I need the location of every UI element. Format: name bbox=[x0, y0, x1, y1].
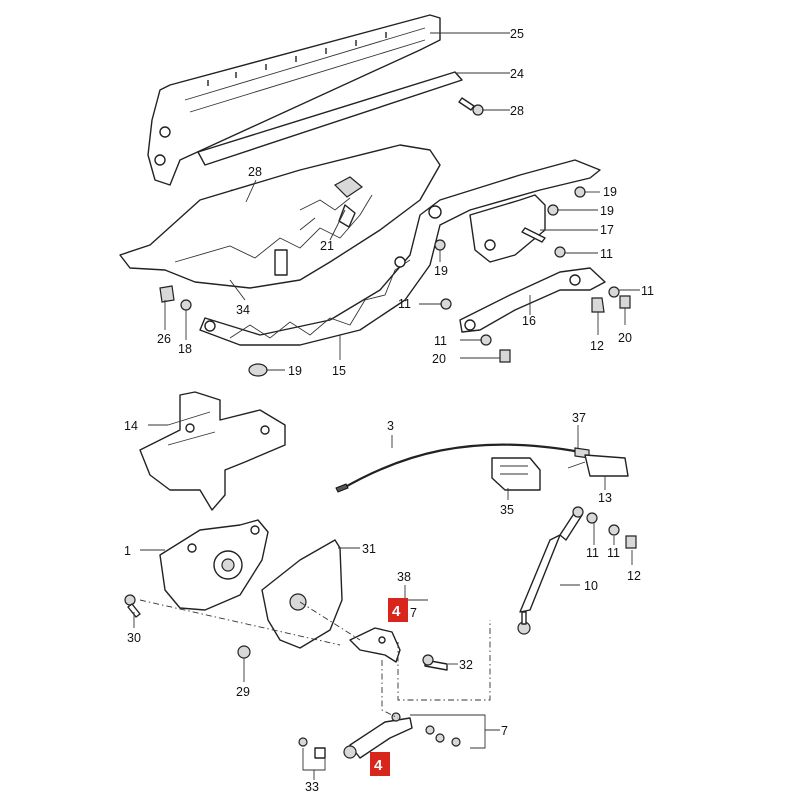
part-29-nut bbox=[237, 645, 251, 659]
fastener-11-b bbox=[440, 298, 452, 310]
label-19-c: 19 bbox=[434, 264, 448, 278]
label-24: 24 bbox=[510, 67, 524, 81]
fastener-11-a bbox=[554, 246, 566, 258]
label-11-e: 11 bbox=[586, 546, 599, 560]
fastener-11-d bbox=[608, 286, 620, 298]
clip-26 bbox=[159, 285, 175, 303]
label-7-a: 7 bbox=[410, 606, 417, 620]
label-20-b: 20 bbox=[432, 352, 446, 366]
label-11-f: 11 bbox=[607, 546, 620, 560]
label-14: 14 bbox=[124, 419, 138, 433]
label-17: 17 bbox=[600, 223, 614, 237]
part-14-bracket bbox=[139, 391, 286, 511]
label-13: 13 bbox=[598, 491, 612, 505]
label-28-a: 28 bbox=[510, 104, 524, 118]
part-35-switch bbox=[491, 457, 541, 491]
label-11-a: 11 bbox=[600, 247, 613, 261]
assembly-line-d bbox=[381, 660, 399, 719]
svg-text:4: 4 bbox=[392, 603, 401, 620]
label-3: 3 bbox=[387, 419, 394, 433]
assembly-line-b bbox=[299, 601, 361, 641]
label-29: 29 bbox=[236, 685, 250, 699]
assembly-line-c bbox=[397, 620, 491, 701]
label-26: 26 bbox=[157, 332, 171, 346]
label-30: 30 bbox=[127, 631, 141, 645]
label-19-a: 19 bbox=[603, 185, 617, 199]
label-7-b: 7 bbox=[501, 724, 508, 738]
clip-12-a bbox=[591, 297, 605, 313]
label-20-a: 20 bbox=[618, 331, 632, 345]
label-11-b: 11 bbox=[398, 297, 411, 311]
label-12-b: 12 bbox=[627, 569, 641, 583]
label-18: 18 bbox=[178, 342, 192, 356]
label-19-d: 19 bbox=[288, 364, 302, 378]
label-11-d: 11 bbox=[641, 284, 654, 298]
label-35: 35 bbox=[500, 503, 514, 517]
part-15-frame bbox=[199, 159, 601, 346]
fastener-11-c bbox=[480, 334, 492, 346]
fastener-19-b bbox=[547, 204, 559, 216]
part-31-cover bbox=[261, 539, 343, 649]
fastener-19-c bbox=[434, 239, 446, 251]
label-16: 16 bbox=[522, 314, 536, 328]
part-16-arm bbox=[459, 267, 606, 333]
part-38-lever bbox=[349, 627, 401, 663]
label-33: 33 bbox=[305, 780, 319, 794]
clip-12-b bbox=[625, 535, 637, 549]
part-24-strip bbox=[197, 71, 463, 166]
label-34: 34 bbox=[236, 303, 250, 317]
callout-labels: 25 24 28 28 19 19 17 11 19 21 34 11 11 1… bbox=[124, 27, 654, 794]
part-10-strut bbox=[517, 506, 584, 635]
label-37: 37 bbox=[572, 411, 586, 425]
fastener-11-f bbox=[608, 524, 620, 536]
svg-text:4: 4 bbox=[374, 757, 383, 774]
clip-20-b bbox=[499, 349, 511, 363]
fastener-18 bbox=[180, 299, 192, 311]
label-12-a: 12 bbox=[590, 339, 604, 353]
fastener-19-d bbox=[248, 363, 268, 377]
part-1-plate bbox=[159, 519, 269, 611]
label-25: 25 bbox=[510, 27, 524, 41]
label-10: 10 bbox=[584, 579, 598, 593]
part-32-bolt bbox=[422, 654, 448, 671]
part-28-screw-a bbox=[458, 97, 484, 116]
part-13-actuator bbox=[567, 454, 629, 477]
highlight-callout-4-lower: 4 bbox=[370, 752, 390, 776]
fastener-11-e bbox=[586, 512, 598, 524]
part-30-bolt bbox=[124, 594, 141, 618]
part-3-cable bbox=[335, 443, 590, 493]
leader-lines bbox=[133, 32, 640, 780]
label-38: 38 bbox=[397, 570, 411, 584]
fastener-19-a bbox=[574, 186, 586, 198]
part-33-fasteners bbox=[298, 737, 326, 759]
label-11-c: 11 bbox=[434, 334, 447, 348]
label-1: 1 bbox=[124, 544, 131, 558]
label-21: 21 bbox=[320, 239, 334, 253]
label-28-b: 28 bbox=[248, 165, 262, 179]
label-19-b: 19 bbox=[600, 204, 614, 218]
label-15: 15 bbox=[332, 364, 346, 378]
label-31: 31 bbox=[362, 542, 376, 556]
part-7-link bbox=[343, 712, 461, 759]
upper-assembly bbox=[119, 14, 631, 377]
label-32: 32 bbox=[459, 658, 473, 672]
part-34-tray bbox=[119, 144, 441, 289]
highlight-callout-4-upper: 4 bbox=[388, 598, 408, 622]
clip-20-a bbox=[619, 295, 631, 309]
